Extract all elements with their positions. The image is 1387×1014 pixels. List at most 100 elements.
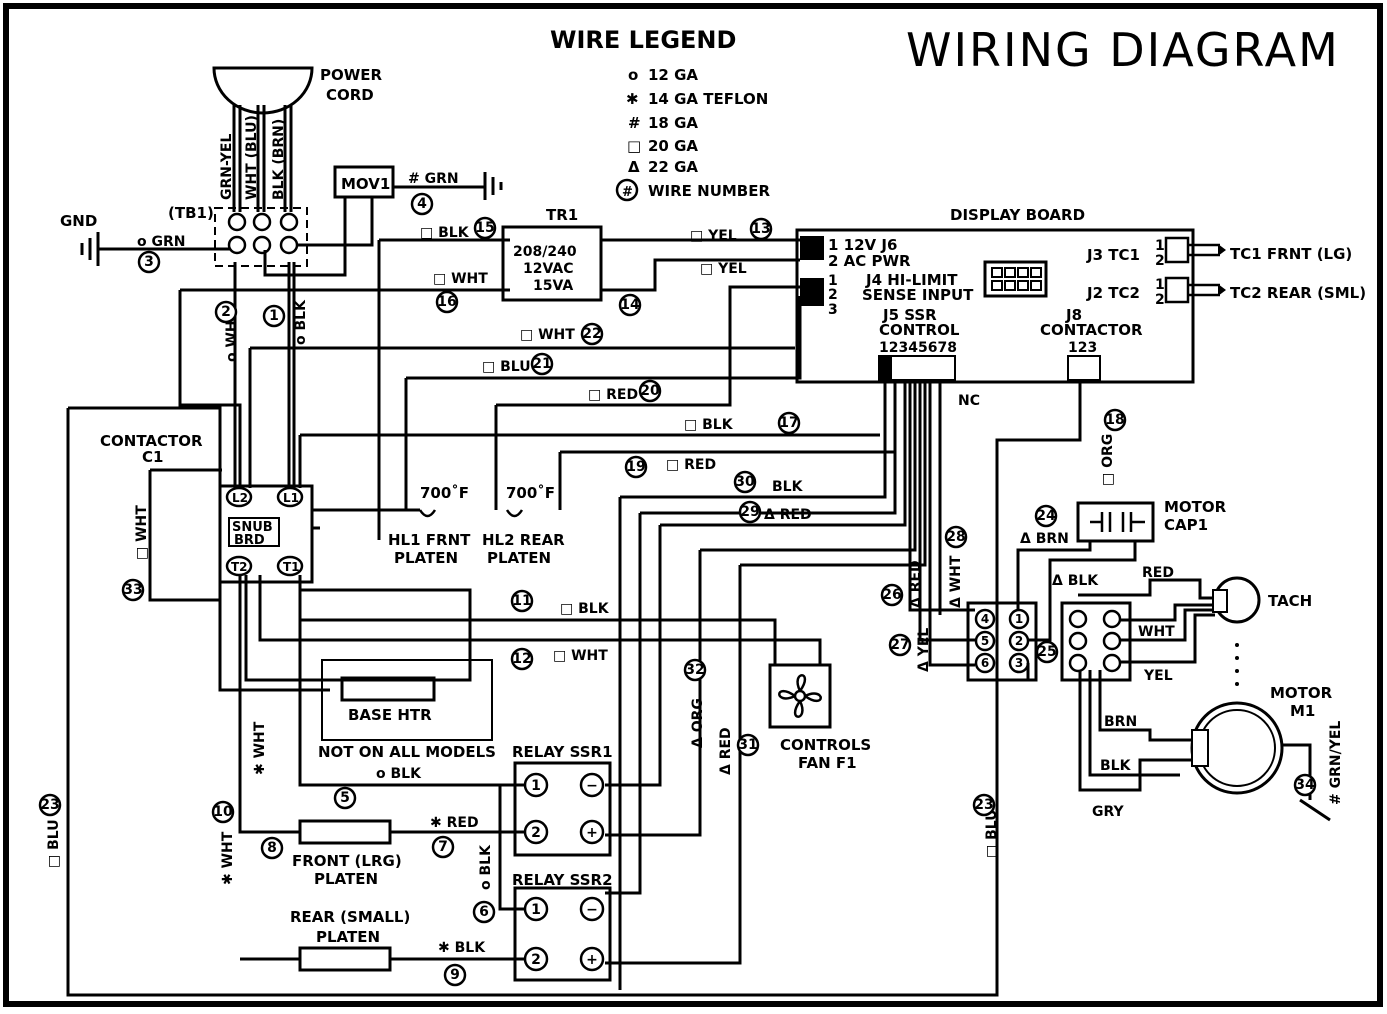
base-heater-label: BASE HTR xyxy=(348,706,432,724)
svg-text:24: 24 xyxy=(1036,508,1056,524)
relay-ssr1-label: RELAY SSR1 xyxy=(512,743,613,761)
svg-text:3: 3 xyxy=(144,254,154,270)
rear-platen-label-1: REAR (SMALL) xyxy=(290,908,410,926)
j5-connector xyxy=(878,355,956,381)
legend-symbol-12ga: o xyxy=(628,66,638,84)
gnd-label: GND xyxy=(60,212,97,230)
wire-label-grn-mov: # GRN xyxy=(408,171,459,187)
legend-22ga: 22 GA xyxy=(648,158,698,176)
j8-line-2: CONTACTOR xyxy=(1040,321,1143,339)
j2-pin-2: 2 xyxy=(1155,292,1165,308)
wire-label-wht-2: o WHT xyxy=(224,310,240,362)
wire-number-28: 28 xyxy=(944,525,968,549)
wire-label-grn-yel-34: # GRN/YEL xyxy=(1328,721,1344,805)
wire-number-12: 12 xyxy=(510,647,534,671)
wire-number-29: 29 xyxy=(738,500,762,524)
j6-line-2: 2 AC PWR xyxy=(828,252,911,270)
wire-label-yel-13: □ YEL xyxy=(690,228,737,244)
tc1-label: TC1 FRNT (LG) xyxy=(1230,245,1352,263)
power-cord-label-2: CORD xyxy=(326,86,374,104)
tc2-label: TC2 REAR (SML) xyxy=(1230,284,1366,302)
wire-label-blk-30: BLK xyxy=(772,479,804,495)
wire-numbers: 1 2 3 4 5 6 7 8 9 10 11 12 13 14 15 16 1… xyxy=(38,192,1317,987)
plug-pin-1: 1 xyxy=(1015,612,1023,626)
wire-number-1: 1 xyxy=(262,304,286,328)
wire-number-30: 30 xyxy=(733,470,757,494)
wire-number-23-right: 23 xyxy=(972,793,996,817)
hl2-label-2: PLATEN xyxy=(487,549,551,567)
svg-text:27: 27 xyxy=(890,637,909,653)
j4-connector xyxy=(800,278,824,306)
wire-label-red-20: □ RED xyxy=(588,387,638,403)
power-cord-label-1: POWER xyxy=(320,66,383,84)
wire-label-wht-12: □ WHT xyxy=(553,648,608,664)
svg-text:17: 17 xyxy=(779,415,798,431)
tb1-label: (TB1) xyxy=(168,204,214,222)
svg-text:11: 11 xyxy=(512,593,531,609)
svg-text:22: 22 xyxy=(582,326,601,342)
snub-label-2: BRD xyxy=(234,533,265,548)
wire-label-blk-6: o BLK xyxy=(478,844,494,890)
front-platen-label-1: FRONT (LRG) xyxy=(292,852,402,870)
svg-text:15: 15 xyxy=(475,220,494,236)
wire-number-2: 2 xyxy=(214,300,238,324)
tr1-line-3: 15VA xyxy=(533,278,573,294)
wire-label-red-29: Δ RED xyxy=(764,507,812,523)
j2-pin-1: 1 xyxy=(1155,277,1165,293)
snub-label-1: SNUB xyxy=(232,520,273,535)
fan-label-2: FAN F1 xyxy=(798,754,857,772)
j6-connector xyxy=(800,236,824,260)
cord-wire-blk-brn: BLK (BRN) xyxy=(271,119,287,200)
svg-text:28: 28 xyxy=(946,529,965,545)
wire-number-4: 4 xyxy=(410,192,434,216)
tr1-line-2: 12VAC xyxy=(523,261,573,277)
wire-label-gry: GRY xyxy=(1092,804,1125,820)
svg-text:2: 2 xyxy=(221,304,231,320)
diagram-border xyxy=(3,3,1383,1007)
wire-label-wht-33: □ WHT xyxy=(134,505,150,560)
wire-number-15: 15 xyxy=(473,216,497,240)
svg-text:7: 7 xyxy=(438,839,448,855)
svg-text:14: 14 xyxy=(620,297,640,313)
wire-label-wht-16: □ WHT xyxy=(433,271,488,287)
svg-text:32: 32 xyxy=(685,662,704,678)
fan-icon xyxy=(778,674,822,718)
j6-line-1: 1 12V J6 xyxy=(828,236,897,254)
motor-label-2: M1 xyxy=(1290,702,1315,720)
controls-fan xyxy=(768,663,832,729)
wire-label-org-32: Δ ORG xyxy=(690,698,706,748)
svg-text:26: 26 xyxy=(882,587,901,603)
tr1-line-1: 208/240 xyxy=(513,244,577,260)
svg-text:25: 25 xyxy=(1037,644,1056,660)
contactor-l1: L1 xyxy=(283,491,299,505)
terminal-block-tb1 xyxy=(214,207,308,267)
wire-label-grn-gnd: o GRN xyxy=(137,234,185,250)
legend-14ga: 14 GA TEFLON xyxy=(648,90,768,108)
hl1-temp: 700˚F xyxy=(420,484,469,502)
snubber-board xyxy=(228,517,280,547)
j3-label: J3 TC1 xyxy=(1086,246,1140,264)
svg-text:30: 30 xyxy=(735,474,755,490)
motor-cap-label-2: CAP1 xyxy=(1164,516,1208,534)
ssr1-pin-minus: − xyxy=(586,778,598,794)
cord-wire-wht-blu: WHT (BLU) xyxy=(244,115,260,200)
svg-text:13: 13 xyxy=(751,221,770,237)
contactor-c1 xyxy=(218,484,314,584)
j3-pin-1: 1 xyxy=(1155,238,1165,254)
svg-text:23: 23 xyxy=(40,797,59,813)
contactor-label-2: C1 xyxy=(142,448,163,466)
wire-label-wht-tach: WHT xyxy=(1138,624,1175,640)
wire-label-yel-tach: YEL xyxy=(1143,668,1173,684)
power-cord-plug xyxy=(212,66,314,115)
ssr1-pin-2: 2 xyxy=(531,825,541,841)
plug-pin-6: 6 xyxy=(981,656,989,670)
wire-label-wht-28: Δ WHT xyxy=(948,555,964,608)
wire-label-blk-15: □ BLK xyxy=(420,225,470,241)
plug-pin-3: 3 xyxy=(1015,656,1023,670)
legend-wire-number-icon xyxy=(615,178,639,202)
wire-number-11: 11 xyxy=(510,589,534,613)
wire-number-25: 25 xyxy=(1035,640,1059,664)
wire-label-wht-left: ✱ WHT xyxy=(220,831,236,885)
